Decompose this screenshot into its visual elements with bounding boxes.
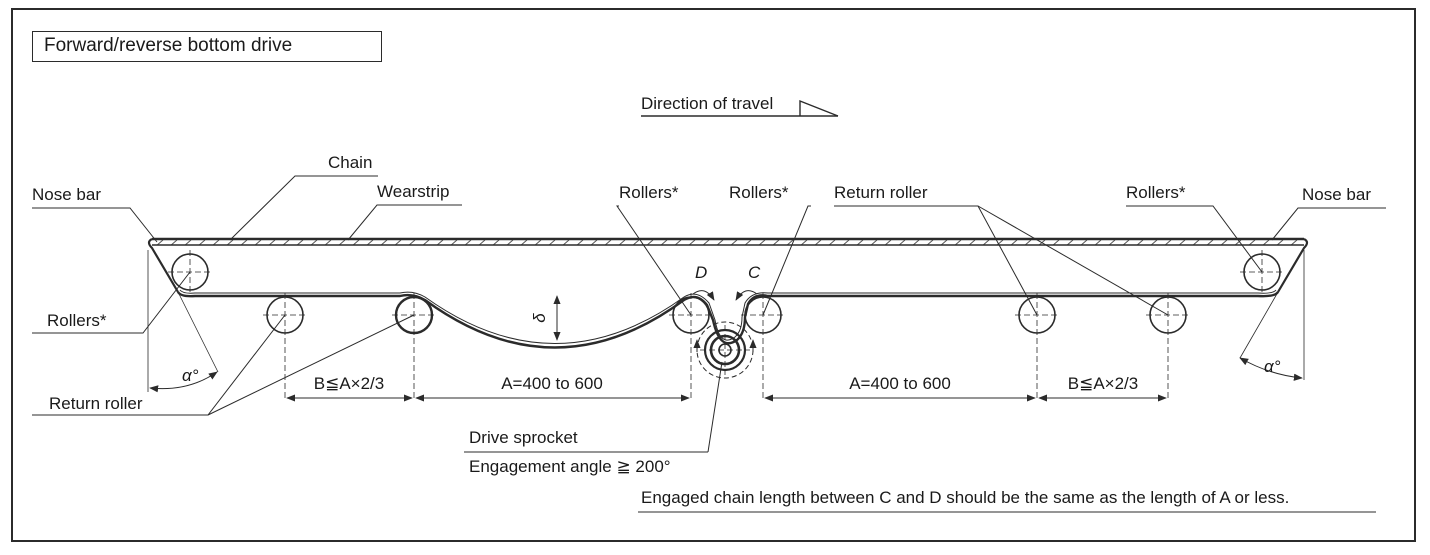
delta-label: δ [530,313,549,323]
rollers-center-left-label: Rollers* [619,183,679,202]
alpha-right-label: α° [1264,357,1281,376]
nose-bar-right [1277,238,1309,293]
b-right-dimension: B≦A×2/3 [1068,374,1138,393]
c-label: C [748,263,761,282]
direction-arrow-icon [799,99,839,117]
chain [176,291,1280,349]
d-label: D [695,263,707,282]
wearstrip-label: Wearstrip [377,182,449,201]
alpha-left-label: α° [182,366,199,385]
nose-bar-right-label: Nose bar [1302,185,1371,204]
wearstrip [152,239,1304,245]
return-roller-right-label: Return roller [834,183,928,202]
return-roller-3 [1015,293,1059,400]
sag-dimension: δ [530,295,561,341]
chain-return-path [176,289,1280,349]
direction-of-travel-label: Direction of travel [641,94,773,113]
span-dimensions: B≦A×2/3 A=400 to 600 A=400 to 600 B≦A×2/… [286,374,1167,402]
rollers-left-label: Rollers* [47,311,107,330]
conveyor-frame [147,237,1309,293]
diagram-frame [11,8,1416,542]
return-roller-4 [1146,293,1190,400]
rollers-center-right-label: Rollers* [729,183,789,202]
engaged-length-note: Engaged chain length between C and D sho… [641,488,1289,507]
direction-of-travel: Direction of travel [641,94,839,117]
chain-label: Chain [328,153,372,172]
cd-markers: D C [692,263,761,301]
diagram-title: Forward/reverse bottom drive [32,31,382,62]
return-roller-left-label: Return roller [49,394,143,413]
alpha-angles: α° α° [147,250,1305,393]
nose-bar-left [147,238,179,293]
b-left-dimension: B≦A×2/3 [314,374,384,393]
return-roller-1 [263,293,307,400]
nose-bar-left-label: Nose bar [32,185,101,204]
return-roller-2 [392,293,436,400]
a-right-dimension: A=400 to 600 [849,374,951,393]
a-left-dimension: A=400 to 600 [501,374,603,393]
rollers-right-label: Rollers* [1126,183,1186,202]
engagement-angle-label: Engagement angle ≧ 200° [469,457,671,476]
drive-sprocket [693,321,757,379]
callouts: Chain Wearstrip Nose bar Nose bar Roller… [32,153,1386,513]
drive-sprocket-label: Drive sprocket [469,428,578,447]
